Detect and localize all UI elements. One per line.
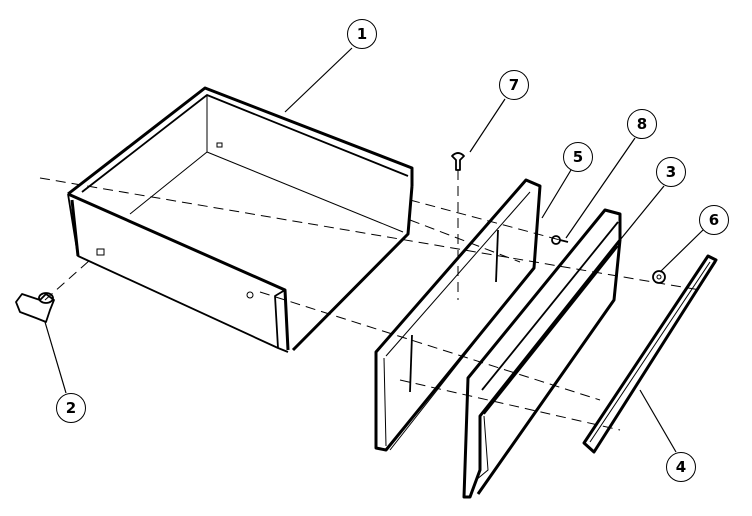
callout-4: 4 [666,452,696,482]
callout-label: 6 [708,211,720,229]
callout-label: 8 [636,115,648,133]
callout-1: 1 [347,19,377,49]
callout-5: 5 [563,142,593,172]
callout-label: 7 [508,76,520,94]
callout-7: 7 [499,70,529,100]
glide-roller [15,292,55,323]
inner-front-frame [374,178,542,452]
screw-top [451,152,465,171]
handle-trim [582,254,718,454]
callout-label: 4 [675,458,687,476]
drawer-box [67,86,414,353]
drawer-front-panel [462,208,622,499]
nut [652,270,666,284]
callout-label: 3 [665,163,677,181]
callout-label: 5 [572,148,584,166]
callout-2: 2 [56,393,86,423]
screw-side [551,235,569,245]
callout-label: 2 [65,399,77,417]
callout-6: 6 [699,205,729,235]
assembly-axis-lines [39,170,701,431]
callout-8: 8 [627,109,657,139]
callout-label: 1 [356,25,368,43]
leader-lines [44,47,704,453]
callout-3: 3 [656,157,686,187]
